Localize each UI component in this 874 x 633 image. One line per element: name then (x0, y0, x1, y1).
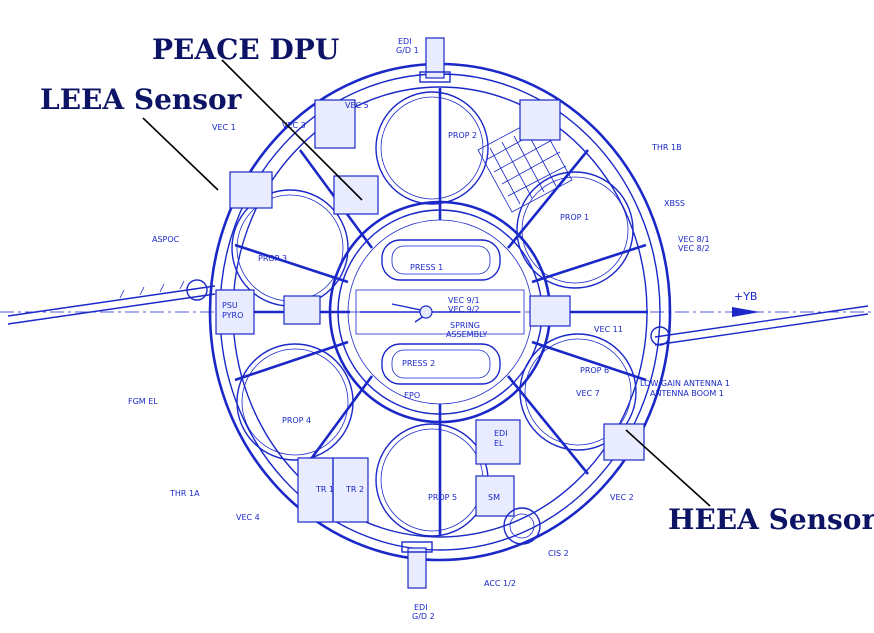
label-edi-el-b: EL (494, 439, 504, 448)
label-sm: SM (488, 493, 500, 502)
antenna-boom-right (654, 305, 869, 346)
hatched-panel (477, 117, 573, 213)
label-thr1b: THR 1B (651, 143, 682, 152)
label-prop4: PROP 4 (282, 416, 311, 425)
label-vec2: VEC 2 (610, 493, 634, 502)
leader-heea (625, 429, 711, 507)
label-spring-a: SPRING (450, 321, 480, 330)
label-edi-el-a: EDI (494, 429, 508, 438)
label-vec1: VEC 1 (212, 123, 236, 132)
label-vec7: VEC 7 (576, 389, 600, 398)
label-press1: PRESS 1 (410, 263, 443, 272)
edi-unit-top (419, 37, 451, 83)
label-psu-b: PYRO (222, 311, 243, 320)
label-edi-gd1-b: G/D 1 (396, 46, 419, 55)
label-epo: EPO (404, 391, 420, 400)
label-vec3: VEC 3 (282, 121, 306, 130)
label-xbss: XBSS (664, 199, 685, 208)
callout-heea-sensor: HEEA Sensor (668, 503, 874, 536)
label-prop6: PROP 6 (580, 366, 609, 375)
magnetometer-boom-left (7, 280, 216, 325)
label-vec4: VEC 4 (236, 513, 260, 522)
prop-tank-6 (519, 333, 637, 451)
prop-tank-2 (375, 91, 489, 205)
label-thr1a: THR 1A (169, 489, 200, 498)
label-vec9-a: VEC 9/1 (448, 296, 480, 305)
label-edi-gd1-a: EDI (398, 37, 412, 46)
prop-tank-5 (375, 423, 489, 537)
label-prop2: PROP 2 (448, 131, 477, 140)
sm-ring (503, 507, 541, 545)
label-acc: ACC 1/2 (484, 579, 516, 588)
label-vec5: VEC 5 (345, 101, 369, 110)
label-prop5: PROP 5 (428, 493, 457, 502)
label-antenna-a: LOW GAIN ANTENNA 1 (640, 379, 730, 388)
label-prop3: PROP 3 (258, 254, 287, 263)
leader-leea (142, 117, 219, 191)
prop-tank-1 (516, 171, 634, 289)
press-tank-1 (381, 239, 501, 281)
label-antenna-b: ANTENNA BOOM 1 (650, 389, 724, 398)
label-vec8-b: VEC 8/2 (678, 244, 710, 253)
press-tank-2 (381, 343, 501, 385)
label-edi-gd2-a: EDI (414, 603, 428, 612)
label-vec9-b: VEC 9/2 (448, 305, 480, 314)
label-psu-a: PSU (222, 301, 238, 310)
callout-leea-sensor: LEEA Sensor (40, 83, 242, 116)
label-aspoc: ASPOC (152, 235, 180, 244)
label-tr1: TR 1 (315, 485, 334, 494)
label-vec8-a: VEC 8/1 (678, 235, 710, 244)
edi-unit-bottom (401, 541, 433, 589)
prop-tank-4 (236, 343, 354, 461)
label-axis: +YB (734, 290, 757, 303)
label-vec11: VEC 11 (594, 325, 623, 334)
label-press2: PRESS 2 (402, 359, 435, 368)
right-ring (650, 326, 670, 346)
label-spring-b: ASSEMBLY (446, 330, 487, 339)
aspoc-ring (186, 279, 208, 301)
callout-peace-dpu: PEACE DPU (152, 33, 340, 66)
label-prop1: PROP 1 (560, 213, 589, 222)
label-fgm: FGM EL (128, 397, 158, 406)
label-tr2: TR 2 (345, 485, 364, 494)
callout-leaders (142, 59, 711, 507)
label-edi-gd2-b: G/D 2 (412, 612, 435, 621)
instrument-boxes (215, 99, 645, 523)
label-cis2: CIS 2 (548, 549, 569, 558)
axis-arrow (732, 307, 760, 317)
blueprint-labels: EDI G/D 1 EDI G/D 2 VEC 1 VEC 5 VEC 2 VE… (128, 37, 757, 621)
leader-peace-dpu (221, 59, 363, 201)
